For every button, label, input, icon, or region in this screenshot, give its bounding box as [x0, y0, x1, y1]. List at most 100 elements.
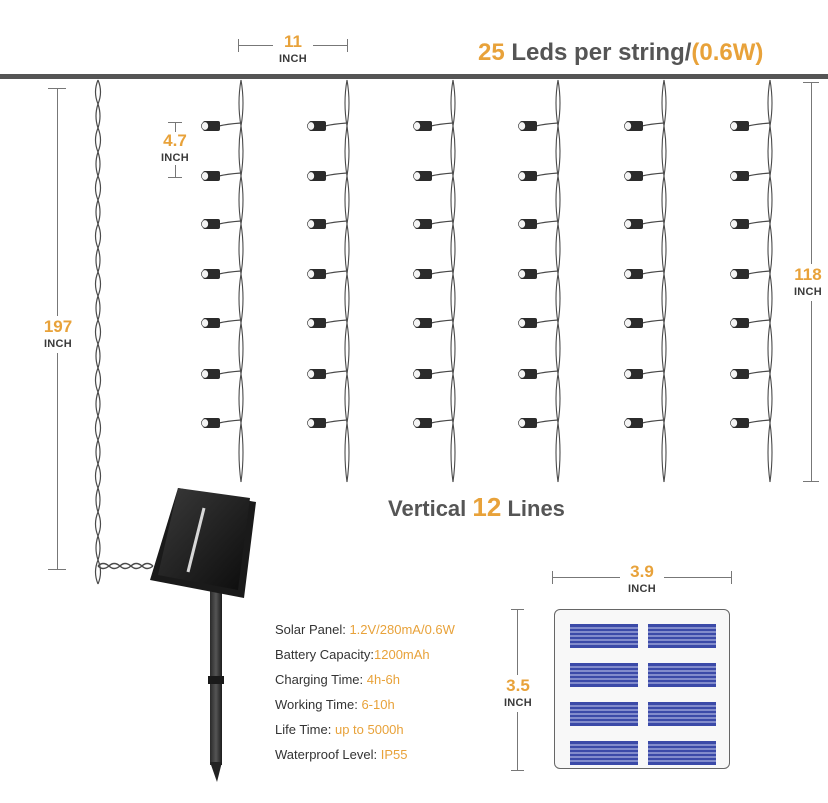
- led-lead: [218, 319, 242, 324]
- led-bulb-tip: [413, 318, 421, 328]
- specs-list: Solar Panel: 1.2V/280mA/0.6W Battery Cap…: [275, 622, 455, 772]
- lead-connector: [97, 565, 154, 570]
- spec-value: IP55: [380, 747, 408, 762]
- led-lead: [218, 419, 242, 424]
- led-bulb-tip: [518, 269, 526, 279]
- led-bulb-tip: [730, 269, 738, 279]
- spacing-unit: INCH: [278, 53, 308, 65]
- lead-wire-strand: [94, 79, 99, 585]
- led-lead: [641, 270, 665, 275]
- led-bulb-tip: [730, 418, 738, 428]
- stake-collar: [208, 676, 224, 684]
- led-lead: [641, 220, 665, 225]
- led-lead: [641, 370, 665, 375]
- led-lead: [324, 220, 348, 225]
- top-wire: [0, 74, 828, 79]
- led-bulb-tip: [624, 219, 632, 229]
- spec-value: 1.2V/280mA/0.6W: [349, 622, 455, 637]
- spec-life: Life Time: up to 5000h: [275, 722, 455, 747]
- lead-wire-strand: [97, 79, 102, 585]
- led-bulb-tip: [307, 269, 315, 279]
- string-wire: [767, 79, 771, 483]
- spec-value: up to 5000h: [334, 722, 404, 737]
- lead-connector: [97, 562, 154, 567]
- led-bulb-tip: [518, 318, 526, 328]
- led-bulb-tip: [201, 219, 209, 229]
- string-wire: [661, 79, 665, 483]
- led-bulb-tip: [624, 418, 632, 428]
- led-lead: [747, 122, 771, 127]
- spec-label: Working Time:: [275, 697, 362, 712]
- ph-value: 3.5: [506, 676, 530, 695]
- led-bulb-tip: [624, 269, 632, 279]
- led-bulb-tip: [518, 171, 526, 181]
- spec-charging: Charging Time: 4h-6h: [275, 672, 455, 697]
- led-lead: [430, 220, 454, 225]
- spacing-tick-left: [238, 39, 239, 52]
- led-lead: [218, 270, 242, 275]
- spacing-dimension: 11 INCH: [238, 33, 348, 66]
- led-lead: [535, 370, 559, 375]
- led-bulb-tip: [413, 171, 421, 181]
- string-wire: [450, 79, 454, 483]
- led-bulb-tip: [201, 269, 209, 279]
- led-lead: [641, 419, 665, 424]
- led-gap-dimension: 4.7 INCH: [150, 118, 200, 180]
- total-label: 197 INCH: [30, 316, 86, 353]
- led-lead: [747, 270, 771, 275]
- pw-value: 3.9: [630, 562, 654, 581]
- led-bulb-tip: [624, 318, 632, 328]
- pw-tick-right: [731, 571, 732, 584]
- gap-label: 4.7 INCH: [150, 132, 200, 165]
- spec-waterproof: Waterproof Level: IP55: [275, 747, 455, 772]
- led-bulb-tip: [624, 369, 632, 379]
- led-bulb-tip: [413, 219, 421, 229]
- led-lead: [535, 419, 559, 424]
- led-lead: [641, 172, 665, 177]
- pw-label: 3.9 INCH: [620, 563, 664, 596]
- pw-unit: INCH: [627, 583, 657, 595]
- led-bulb-tip: [201, 369, 209, 379]
- panel-highlight: [186, 507, 206, 573]
- ph-unit: INCH: [503, 697, 533, 709]
- spec-value: 1200mAh: [374, 647, 430, 662]
- led-lead: [535, 220, 559, 225]
- stake-tip: [210, 762, 222, 782]
- led-bulb-tip: [413, 369, 421, 379]
- total-height-dimension: 197 INCH: [30, 88, 86, 570]
- led-bulb-tip: [730, 121, 738, 131]
- led-bulb-tip: [201, 418, 209, 428]
- led-lead: [747, 220, 771, 225]
- spec-label: Battery Capacity:: [275, 647, 374, 662]
- led-bulb-tip: [307, 171, 315, 181]
- gap-unit: INCH: [160, 152, 190, 164]
- led-lead: [430, 419, 454, 424]
- led-lead: [747, 319, 771, 324]
- led-bulb-tip: [518, 121, 526, 131]
- led-bulb-tip: [201, 121, 209, 131]
- led-bulb-tip: [307, 418, 315, 428]
- led-bulb-tip: [730, 219, 738, 229]
- led-lead: [218, 370, 242, 375]
- spacing-label: 11 INCH: [273, 33, 313, 66]
- led-lead: [747, 172, 771, 177]
- panel-height-dimension: 3.5 INCH: [498, 609, 538, 771]
- led-lead: [535, 270, 559, 275]
- panel-box-face: [158, 488, 250, 590]
- gap-value: 4.7: [163, 131, 187, 150]
- string-wire: [344, 79, 348, 483]
- length-label: 118 INCH: [788, 264, 828, 301]
- solar-stake-illustration: [150, 488, 256, 782]
- solar-panel-top-view: [554, 609, 730, 769]
- lines-count: 12: [472, 492, 502, 522]
- solar-cells: [570, 624, 716, 765]
- lines-suffix: Lines: [507, 496, 565, 521]
- led-lead: [324, 270, 348, 275]
- spec-label: Waterproof Level:: [275, 747, 381, 762]
- led-bulb-tip: [307, 219, 315, 229]
- led-lead: [430, 122, 454, 127]
- spec-solar-panel: Solar Panel: 1.2V/280mA/0.6W: [275, 622, 455, 647]
- string-length-dimension: 118 INCH: [788, 82, 828, 482]
- led-lead: [430, 370, 454, 375]
